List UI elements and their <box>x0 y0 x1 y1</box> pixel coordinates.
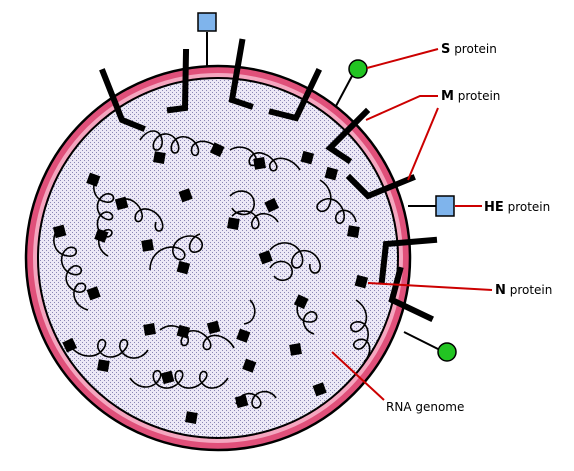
n-protein-square-icon <box>253 157 266 170</box>
n-protein-square-icon <box>143 323 156 336</box>
he-protein-label: HE protein <box>484 200 550 215</box>
s-protein-leader <box>367 49 438 68</box>
s-protein-label: S protein <box>441 42 497 57</box>
n-protein-square-icon <box>227 217 240 230</box>
he-protein-square-icon <box>436 196 454 216</box>
n-protein-square-icon <box>185 411 198 424</box>
s-protein-stalk <box>404 332 440 350</box>
rna-genome-label: RNA genome <box>386 400 464 414</box>
m-protein-label: M protein <box>441 89 500 104</box>
n-protein-square-icon <box>141 239 154 252</box>
n-protein-square-icon <box>347 225 360 238</box>
he-protein-square-icon <box>198 13 216 31</box>
s-protein-stalk <box>336 76 352 106</box>
n-protein-square-icon <box>153 151 166 164</box>
n-protein-square-icon <box>97 359 110 372</box>
m-protein-leader <box>366 96 438 120</box>
s-protein-spike-icon <box>349 60 367 78</box>
n-protein-label: N protein <box>495 283 552 298</box>
n-protein-square-icon <box>289 343 302 356</box>
s-protein-spike-icon <box>438 343 456 361</box>
m-protein-leader <box>408 108 438 180</box>
